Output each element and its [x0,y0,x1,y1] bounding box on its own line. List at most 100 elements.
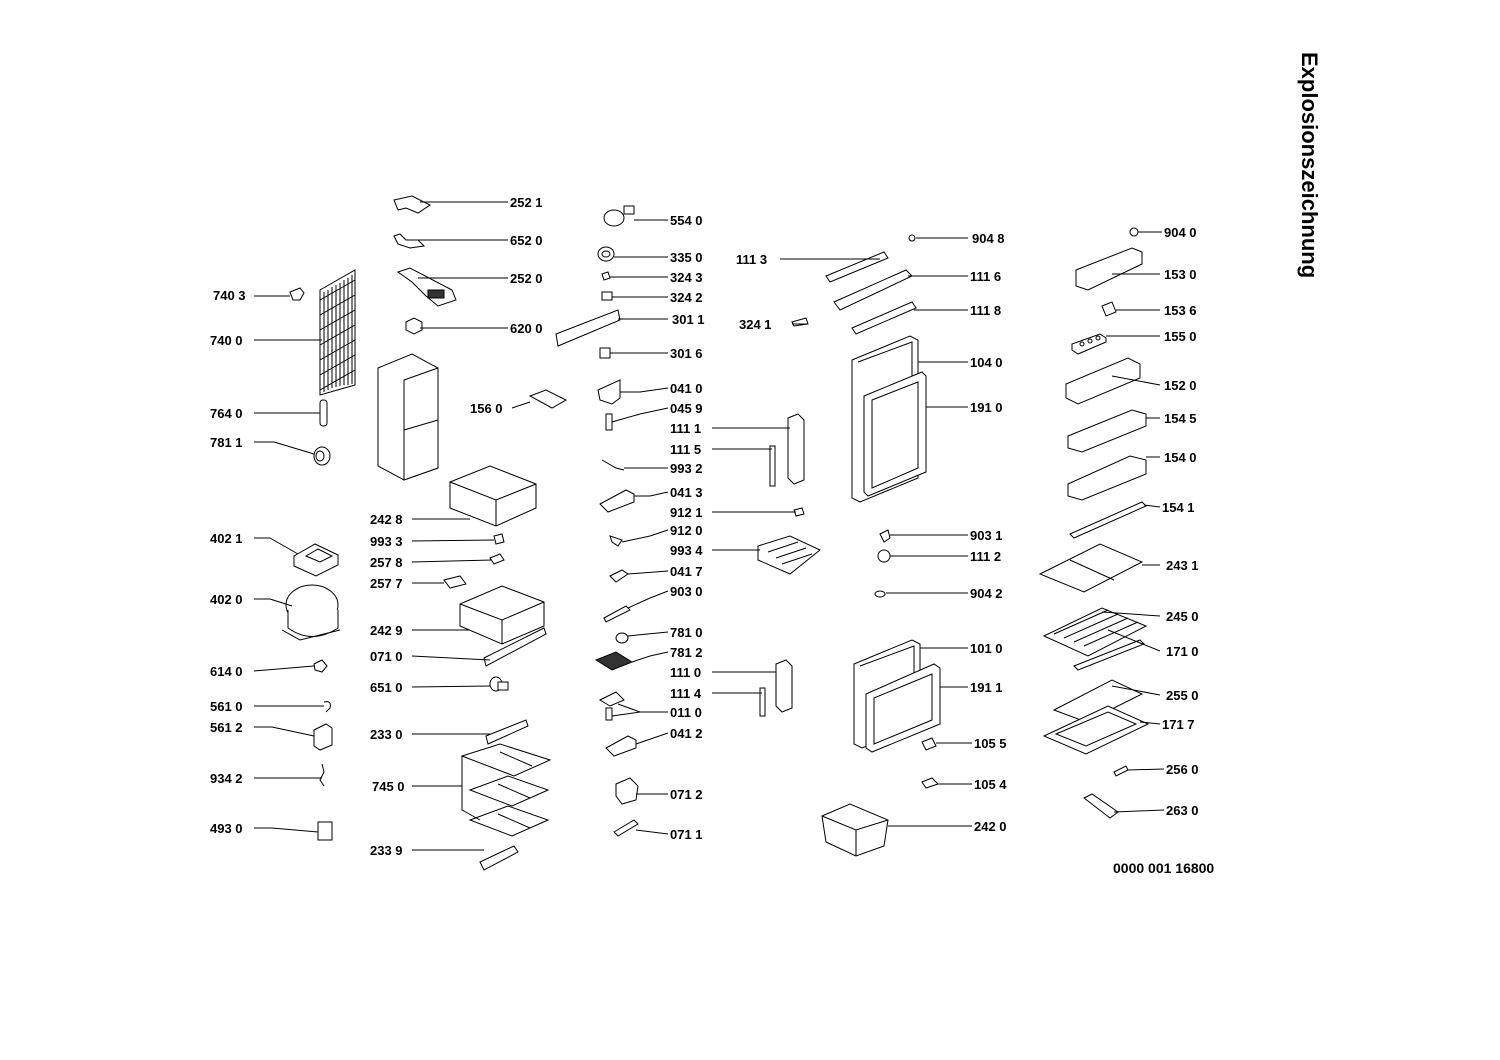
label-652-0: 652 0 [510,233,543,248]
label-912-0: 912 0 [670,523,703,538]
part-011-0-icon [598,691,625,721]
part-904-2-icon [874,590,886,598]
part-620-0-icon [405,317,423,335]
label-740-3: 740 3 [213,288,246,303]
part-912-0-icon [609,535,623,547]
label-252-1: 252 1 [510,195,543,210]
part-111-3-icon [825,251,889,283]
label-191-1: 191 1 [970,680,1003,695]
part-045-9-icon [605,413,613,431]
label-154-5: 154 5 [1164,411,1197,426]
part-233-0-icon [485,719,529,745]
label-324-1: 324 1 [739,317,772,332]
label-111-3: 111 3 [736,252,767,267]
part-252-0-icon [396,267,457,307]
part-041-0-icon [597,379,621,405]
compressor-icon [281,584,341,641]
lower-door-gasket-icon [865,663,941,753]
part-256-0-icon [1113,765,1129,777]
wire-shelves-icon [460,743,552,837]
label-233-0: 233 0 [370,727,403,742]
part-041-2-icon [605,735,637,757]
label-104-0: 104 0 [970,355,1003,370]
label-045-9: 045 9 [670,401,703,416]
label-904-0: 904 0 [1164,225,1197,240]
label-257-7: 257 7 [370,576,403,591]
part-301-6-icon [599,347,611,359]
relay-cover-icon [293,543,339,577]
label-171-0: 171 0 [1166,644,1199,659]
label-111-1: 111 1 [670,421,701,436]
label-561-2: 561 2 [210,720,243,735]
part-233-9-icon [479,845,519,871]
label-105-4: 105 4 [974,777,1007,792]
part-041-7-icon [609,569,629,583]
label-301-6: 301 6 [670,346,703,361]
part-993-2-icon [601,459,625,471]
label-041-3: 041 3 [670,485,703,500]
part-335-0-icon [597,246,615,262]
part-105-5-icon [921,737,937,751]
part-257-8-icon [489,553,505,565]
condenser-icon [319,269,356,396]
drawer-front-strip-icon [483,627,547,667]
label-781-0: 781 0 [670,625,703,640]
part-651-0-icon [489,676,509,692]
vegetable-crisper-icon [821,803,889,857]
leader-lines [253,201,1165,851]
label-402-0: 402 0 [210,592,243,607]
part-111-2-icon [877,549,891,563]
label-153-0: 153 0 [1164,267,1197,282]
drier-filter-icon [319,399,328,427]
door-handle-lower-icon [775,659,793,713]
control-panel-icon [555,309,621,347]
upper-door-gasket-icon [863,371,927,497]
label-993-4: 993 4 [670,543,703,558]
part-324-1-icon [791,317,809,327]
door-shelf-152-0-icon [1065,357,1141,405]
label-256-0: 256 0 [1166,762,1199,777]
label-111-2: 111 2 [970,549,1001,564]
label-111-8: 111 8 [970,303,1001,318]
shelf-frame-171-7-icon [1042,705,1150,755]
door-shelf-154-5-icon [1067,409,1147,453]
label-041-2: 041 2 [670,726,703,741]
part-561-0-icon [323,701,331,713]
label-561-0: 561 0 [210,699,243,714]
label-171-7: 171 7 [1162,717,1195,732]
part-labels: 740 3 740 0 764 0 781 1 402 1 402 0 614 … [210,195,1199,858]
part-934-2-icon [319,763,325,787]
drawing-number: 0000 001 16800 [1113,860,1215,876]
label-993-3: 993 3 [370,534,403,549]
glass-shelf-255-0-icon [1052,679,1144,723]
label-904-8: 904 8 [972,231,1005,246]
label-153-6: 153 6 [1164,303,1197,318]
label-111-5: 111 5 [670,442,701,457]
label-904-2: 904 2 [970,586,1003,601]
label-154-1: 154 1 [1162,500,1195,515]
label-101-0: 101 0 [970,641,1003,656]
part-071-1-icon [613,819,639,837]
part-903-0-icon [603,605,631,623]
part-652-0-icon [393,233,426,249]
part-561-2-icon [313,723,333,751]
label-301-1: 301 1 [672,312,705,327]
label-156-0: 156 0 [470,401,503,416]
part-781-2-icon [594,651,634,671]
part-324-3-icon [601,271,611,281]
label-554-0: 554 0 [670,213,703,228]
door-shelf-154-0-icon [1067,455,1147,501]
door-handle-upper-icon [787,413,805,485]
label-242-9: 242 9 [370,623,403,638]
label-934-2: 934 2 [210,771,243,786]
label-263-0: 263 0 [1166,803,1199,818]
label-402-1: 402 1 [210,531,243,546]
cabinet-icon [377,353,439,481]
butter-compartment-icon [1075,247,1143,291]
freezer-drawer-upper-icon [449,465,537,527]
part-324-2-icon [601,291,613,301]
part-903-1-icon [879,529,891,543]
label-071-2: 071 2 [670,787,703,802]
part-041-3-icon [599,489,635,513]
